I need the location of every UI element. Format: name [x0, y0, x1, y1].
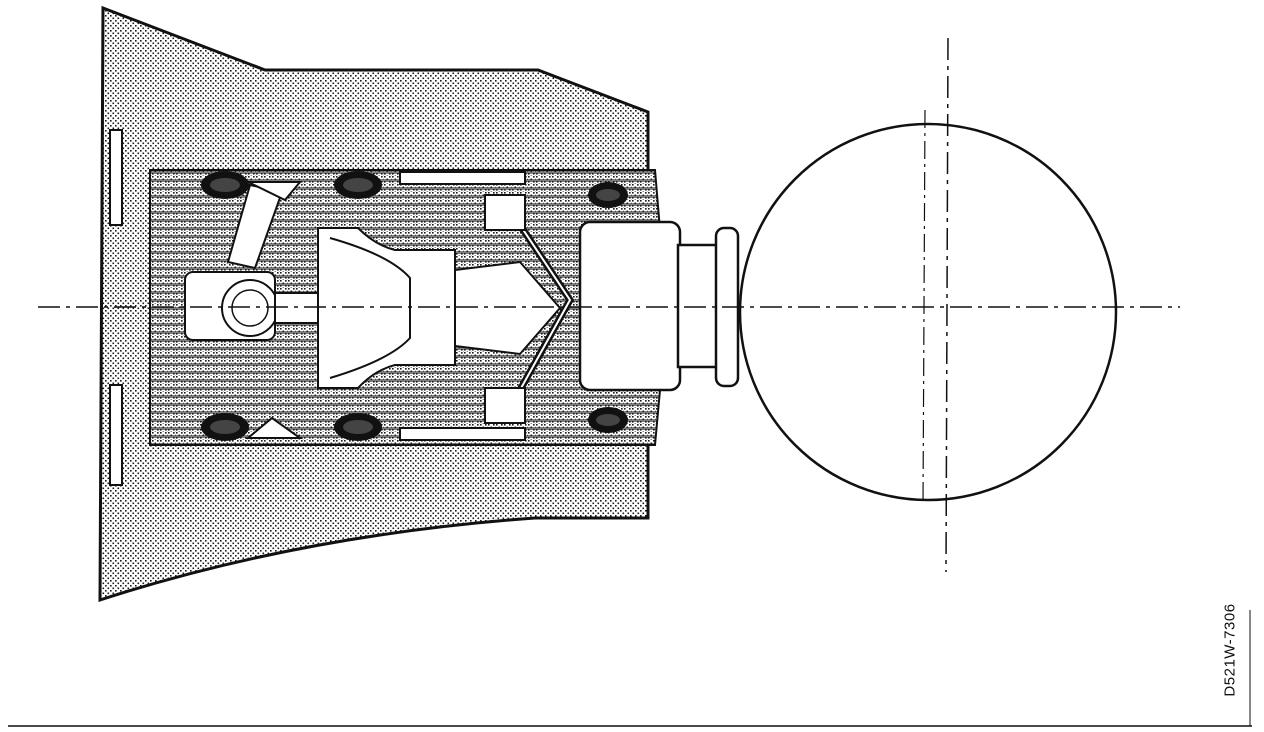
check-ball-inner: [231, 289, 269, 327]
outlet-port-wedge: [245, 416, 304, 439]
diffuser-cone: [454, 260, 562, 356]
o-ring-seal: [343, 178, 373, 192]
o-ring-seal: [343, 420, 373, 434]
o-ring-seal: [596, 414, 620, 426]
o-ring-seal: [210, 420, 240, 434]
flange-slot-bottom: [109, 384, 123, 486]
o-ring-seal: [596, 189, 620, 201]
diaphragm-inner: [519, 224, 572, 391]
nozzle-body: [317, 227, 456, 389]
retainer-bottom: [399, 427, 526, 441]
check-ball: [221, 279, 279, 337]
flange-slot-top: [109, 129, 123, 226]
nozzle-throat: [329, 237, 411, 379]
cap-neck: [676, 243, 720, 369]
vertical-centerline-secondary: [922, 109, 926, 506]
inlet-port-wedge: [247, 181, 303, 202]
nozzle-cap: [578, 220, 682, 392]
retainer-top: [399, 171, 526, 185]
figure-code-label: D521W-7306: [1221, 603, 1239, 697]
swirl-insert-top: [484, 194, 526, 231]
o-ring-seal: [210, 178, 240, 192]
vertical-centerline: [945, 37, 949, 573]
valve-stem: [274, 292, 321, 324]
spray-pattern-circle: [738, 122, 1118, 502]
swirl-insert-bottom: [484, 387, 526, 424]
